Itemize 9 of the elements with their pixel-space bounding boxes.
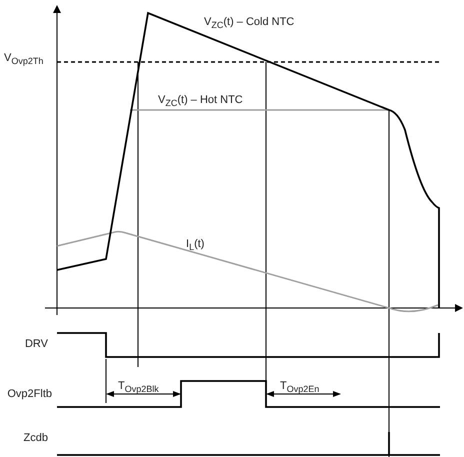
signal-name: DRV	[24, 338, 48, 351]
trace-label: V$_{ZC}$(t) – Cold NTC	[204, 16, 294, 29]
threshold-label: V$_{Ovp2Th}$	[4, 52, 44, 65]
signal-name: Ovp2Fltb	[7, 388, 52, 401]
dimension-label: T$_{Ovp2Blk}$	[118, 380, 159, 393]
trace-label: V$_{ZC}$(t) – Hot NTC	[158, 94, 243, 107]
trace-label: I$_{L}$(t)	[186, 238, 204, 251]
dimension-label: T$_{Ovp2En}$	[280, 380, 320, 393]
signal-name: Zcdb	[24, 432, 48, 445]
